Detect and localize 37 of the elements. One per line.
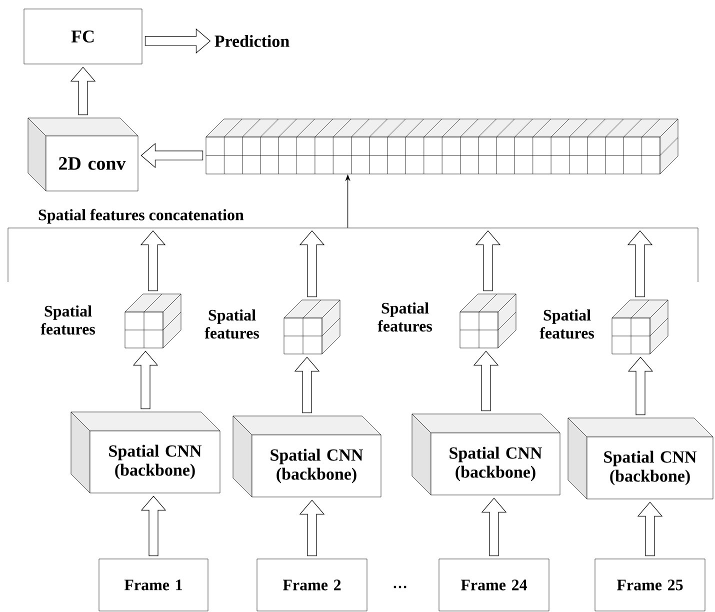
block-arrow — [628, 356, 654, 416]
block-arrow — [473, 350, 499, 412]
block-arrow — [637, 502, 663, 556]
block-arrow — [475, 230, 501, 292]
frame-box: Frame 24 — [438, 558, 550, 612]
node-caption: Spatial features — [540, 309, 594, 339]
backbone-block: Spatial CNN (backbone) — [412, 414, 560, 496]
ellipsis: … — [394, 586, 406, 588]
block-arrow — [481, 498, 507, 556]
feature-cube — [284, 300, 340, 354]
backbone-block: Spatial CNN (backbone) — [232, 416, 382, 498]
feature-cube — [124, 294, 182, 348]
block-arrow — [299, 230, 325, 298]
frame-box: Frame 1 — [98, 558, 208, 612]
feature-cube — [460, 294, 516, 348]
block-arrow — [294, 356, 320, 414]
node-caption: Spatial features — [378, 302, 432, 332]
block-arrow — [140, 230, 166, 292]
block-arrow — [140, 496, 166, 556]
output-text: Prediction — [214, 35, 290, 47]
frame-box: Frame 25 — [594, 558, 706, 612]
node-caption: Spatial features — [204, 309, 260, 339]
block-arrow — [132, 350, 158, 410]
process-box: FC — [24, 8, 142, 64]
conv-block: 2D conv — [28, 118, 138, 192]
block-arrow — [627, 230, 653, 298]
feature-tensor — [206, 118, 678, 174]
block-arrow — [70, 66, 96, 116]
backbone-block: Spatial CNN (backbone) — [568, 418, 714, 500]
frame-box: Frame 2 — [256, 558, 368, 612]
block-arrow — [140, 142, 204, 168]
bracket: Spatial features concatenation — [8, 208, 698, 282]
feature-cube — [612, 300, 668, 354]
block-arrow — [299, 500, 325, 556]
node-caption: Spatial features — [40, 305, 96, 335]
backbone-block: Spatial CNN (backbone) — [70, 412, 220, 494]
block-arrow — [144, 28, 211, 54]
